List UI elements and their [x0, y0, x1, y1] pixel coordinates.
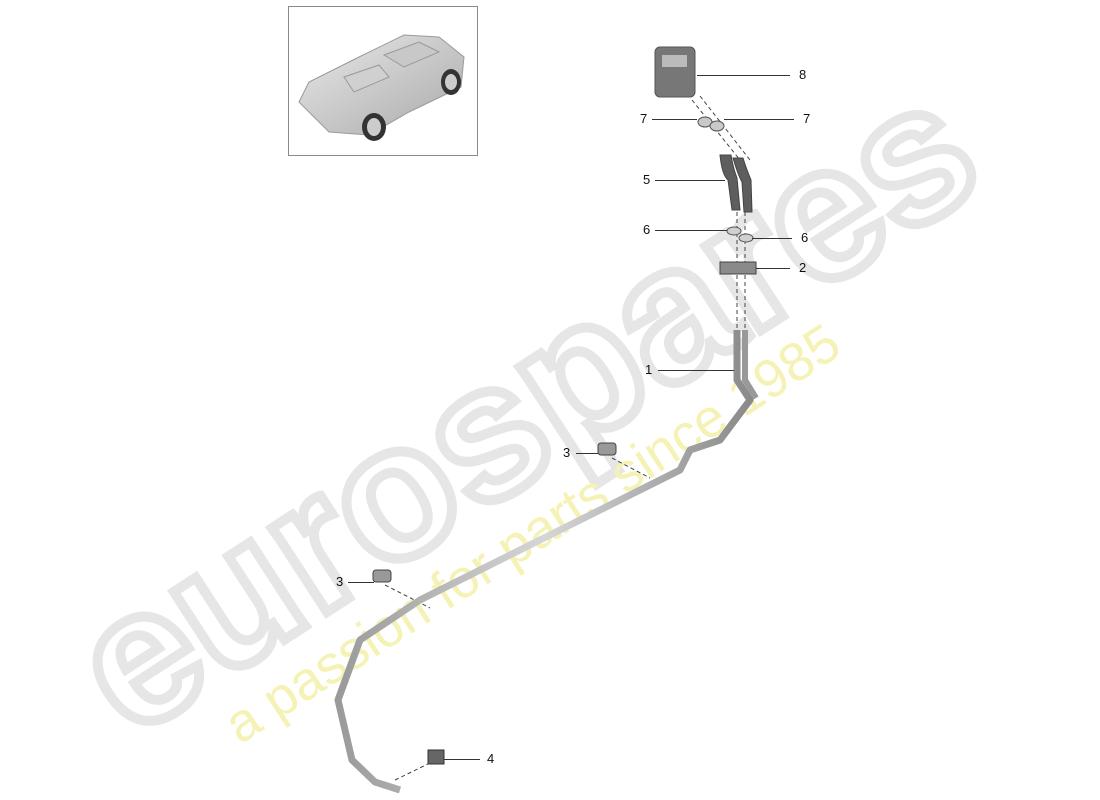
end-connector-part[interactable]	[427, 749, 445, 765]
callout-4[interactable]: 4	[487, 751, 495, 766]
leader-1	[658, 370, 734, 371]
hose-clamps-part[interactable]	[697, 116, 725, 132]
callout-6-left[interactable]: 6	[643, 222, 651, 237]
vehicle-thumbnail	[288, 6, 478, 156]
callout-5[interactable]: 5	[643, 172, 651, 187]
line-pipe-part[interactable]	[334, 330, 754, 794]
leader-3b	[348, 582, 374, 583]
leader-6a	[655, 230, 727, 231]
leader-7b	[724, 119, 794, 120]
leader-6b	[752, 238, 792, 239]
callout-3-lower[interactable]: 3	[336, 574, 344, 589]
hose-pair-part[interactable]	[719, 154, 753, 213]
callout-3-upper[interactable]: 3	[563, 445, 571, 460]
callout-7-left[interactable]: 7	[640, 111, 648, 126]
callout-1[interactable]: 1	[645, 362, 653, 377]
holder-bracket-part[interactable]	[719, 261, 757, 275]
pipe-clips-part[interactable]	[372, 442, 617, 583]
leader-4	[444, 759, 480, 760]
filler-cap-part[interactable]	[654, 46, 696, 98]
clamp-rings-part[interactable]	[726, 226, 754, 243]
leader-8	[697, 75, 790, 76]
leader-2	[756, 268, 790, 269]
callout-2[interactable]: 2	[799, 260, 807, 275]
callout-6-right[interactable]: 6	[801, 230, 809, 245]
leader-7a	[652, 119, 697, 120]
assembly-lines	[384, 95, 751, 781]
leader-5	[655, 180, 725, 181]
callout-8[interactable]: 8	[799, 67, 807, 82]
leader-3a	[576, 453, 598, 454]
car-icon	[298, 34, 465, 141]
callout-7-right[interactable]: 7	[803, 111, 811, 126]
